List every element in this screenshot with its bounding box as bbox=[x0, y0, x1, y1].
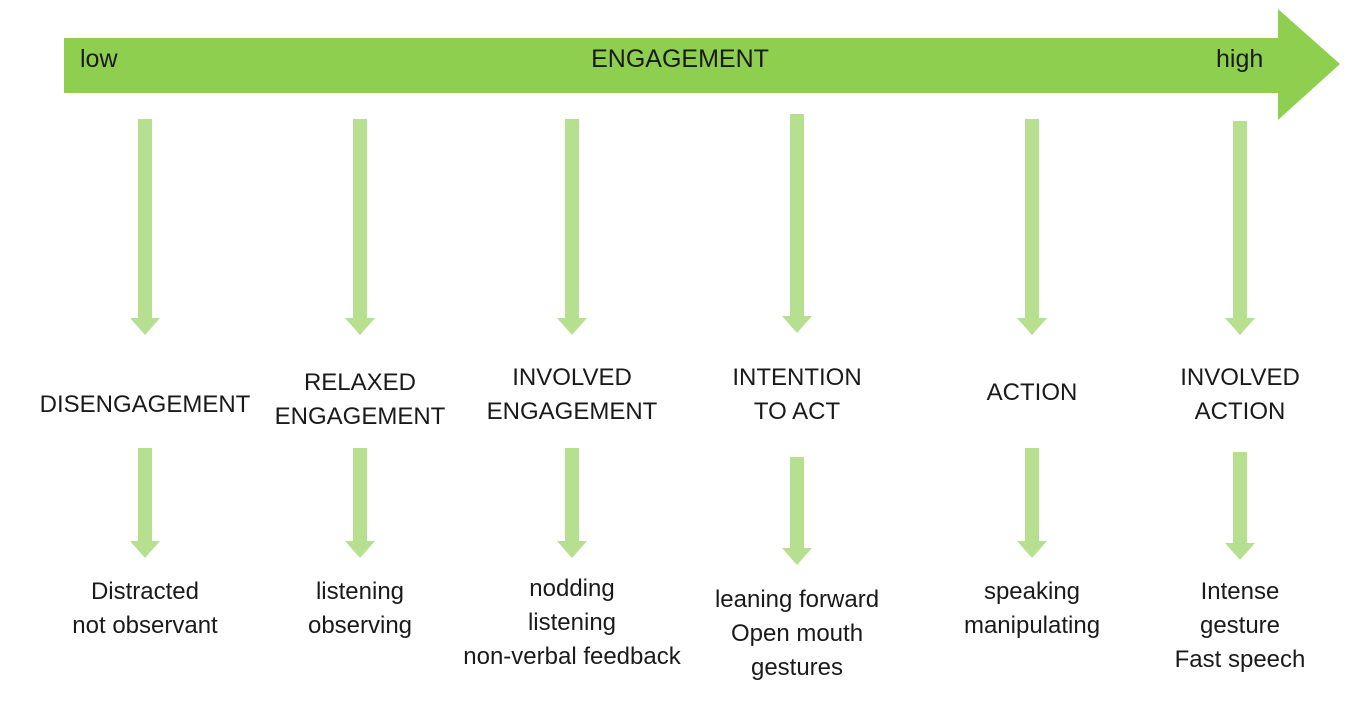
behaviour-item: listening bbox=[315, 578, 405, 605]
behaviour-arrow bbox=[782, 457, 812, 565]
behaviour-item: Fast speech bbox=[1174, 646, 1306, 673]
behaviour-list: Distracted not observant bbox=[0, 575, 295, 643]
stage-name: INVOLVED bbox=[1180, 364, 1300, 391]
stage-arrow bbox=[1017, 119, 1047, 335]
stage-arrow-shape bbox=[1225, 121, 1255, 335]
stage-arrow bbox=[1225, 121, 1255, 335]
behaviour-arrow-shape bbox=[557, 448, 587, 558]
scale-title: ENGAGEMENT bbox=[591, 45, 769, 73]
behaviour-arrow-shape bbox=[1017, 448, 1047, 558]
engagement-scale-arrow-shape bbox=[64, 9, 1340, 120]
behaviour-item: gestures bbox=[750, 654, 844, 681]
scale-low-label: low bbox=[80, 45, 118, 73]
behaviour-arrow bbox=[1225, 452, 1255, 560]
behaviour-item: Open mouth bbox=[730, 620, 864, 647]
stage-column: ACTION speaking manipulating bbox=[882, 0, 1182, 702]
behaviour-item: listening bbox=[527, 609, 617, 636]
behaviour-list: nodding listening non-verbal feedback bbox=[422, 572, 722, 674]
stage-arrow bbox=[557, 119, 587, 335]
behaviour-item: not observant bbox=[72, 612, 218, 639]
stage-name: INTENTION bbox=[732, 364, 862, 391]
stage-arrow-shape bbox=[557, 119, 587, 335]
behaviour-item: gesture bbox=[1199, 612, 1281, 639]
behaviour-item: speaking bbox=[983, 578, 1081, 605]
behaviour-arrow bbox=[557, 448, 587, 558]
stage-arrow-shape bbox=[1017, 119, 1047, 335]
stage-name: TO ACT bbox=[753, 398, 841, 425]
behaviour-arrow-shape bbox=[345, 448, 375, 558]
behaviour-arrow bbox=[345, 448, 375, 558]
behaviour-arrow bbox=[1017, 448, 1047, 558]
behaviour-arrow bbox=[130, 448, 160, 558]
stage-name: ENGAGEMENT bbox=[274, 403, 446, 430]
stage-arrow-shape bbox=[345, 119, 375, 335]
stage-column: DISENGAGEMENT Distracted not observant bbox=[0, 0, 295, 702]
behaviour-item: leaning forward bbox=[714, 586, 880, 613]
stage-name: ACTION bbox=[1194, 398, 1286, 425]
stage-name: ACTION bbox=[986, 379, 1078, 406]
stage-name: DISENGAGEMENT bbox=[39, 391, 251, 418]
stage-name: ENGAGEMENT bbox=[486, 398, 658, 425]
behaviour-item: nodding bbox=[529, 575, 615, 602]
behaviour-arrow-shape bbox=[1225, 452, 1255, 560]
stage-arrow bbox=[782, 114, 812, 333]
stage-column: INVOLVED ENGAGEMENT nodding listening non-ve… bbox=[422, 0, 722, 702]
scale-high-label: high bbox=[1216, 45, 1264, 73]
behaviour-list: listening observing bbox=[210, 575, 510, 643]
behaviour-item: manipulating bbox=[963, 612, 1101, 639]
stage-arrow bbox=[345, 119, 375, 335]
behaviour-arrow-shape bbox=[782, 457, 812, 565]
stage-column: RELAXED ENGAGEMENT listening observing bbox=[210, 0, 510, 702]
behaviour-item: Distracted bbox=[90, 578, 200, 605]
behaviour-list: speaking manipulating bbox=[882, 575, 1182, 643]
behaviour-item: observing bbox=[307, 612, 413, 639]
stage-arrow bbox=[130, 119, 160, 335]
stage-name: INVOLVED bbox=[512, 364, 632, 391]
stage-arrow-shape bbox=[130, 119, 160, 335]
behaviour-item: Intense bbox=[1200, 578, 1280, 605]
engagement-scale-arrow bbox=[64, 9, 1340, 120]
behaviour-item: non-verbal feedback bbox=[463, 643, 681, 670]
stage-arrow-shape bbox=[782, 114, 812, 333]
stage-name: RELAXED bbox=[303, 369, 417, 396]
behaviour-arrow-shape bbox=[130, 448, 160, 558]
